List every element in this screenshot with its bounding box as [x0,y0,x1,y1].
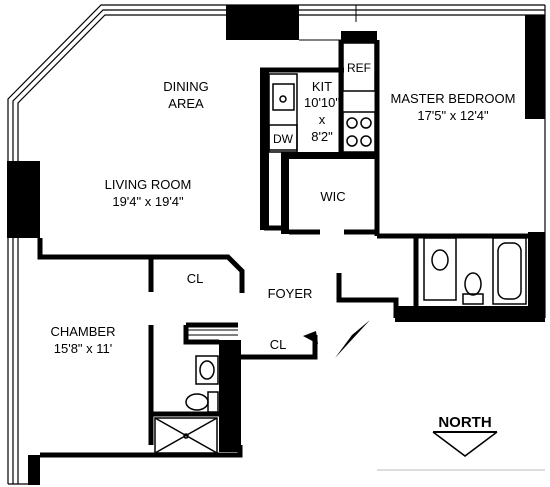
kitchen-left-wall [260,70,269,230]
kitchen-label: KIT [312,79,332,94]
stove-burner-4 [360,135,372,147]
exterior-window-wall [7,4,546,485]
master-bath-fixtures [423,237,527,305]
closet-lower-label: CL [270,337,287,352]
kitchen-dims-2: x [319,112,326,127]
interior-walls [37,40,528,458]
living-room-label: LIVING ROOM [105,177,192,192]
bath-wall-bottom [395,306,545,322]
chamber-label: CHAMBER [50,324,115,339]
chamber-sink-box [195,355,219,385]
chamber-toilet-bowl [185,393,209,411]
bathtub [492,237,527,305]
wic-wall-top [281,152,377,159]
column-right-lower [528,232,545,322]
dining-label-2: AREA [168,96,204,111]
sink-drain [279,95,287,103]
kitchen-dims-1: 10'10" [304,95,340,110]
bath-vanity [423,237,457,301]
closet-door-marker [303,331,318,344]
column-left [7,161,40,238]
dishwasher-label: DW [273,132,294,146]
structural-walls [7,5,545,485]
closet-upper-label: CL [187,271,204,286]
sink [272,83,295,111]
bath-sink [431,249,449,271]
master-bedroom-dims: 17'5" x 12'4" [417,108,489,123]
chamber-toilet-tank [207,391,219,413]
stove-box [342,111,376,153]
dining-label-1: DINING [163,79,209,94]
chamber-dims: 15'8" x 11' [54,341,113,356]
chamber-wall-right [219,340,241,452]
column-top [226,5,299,40]
column-right [525,15,545,119]
stove-burner-1 [346,117,358,129]
toilet-bowl [464,272,482,296]
north-arrow: NORTH [432,414,498,457]
bathtub-inner [497,242,522,300]
chamber-bath-fixtures [154,355,219,454]
refrigerator-label: REF [347,61,371,75]
dishwasher-box [268,124,298,151]
north-label: NORTH [438,414,491,431]
kitchen-fixtures [268,42,376,153]
kitchen-counter [268,73,298,153]
chamber-wall-bottom-left [28,455,40,485]
stove-burner-3 [346,135,358,147]
entry-door-wedge [335,320,370,358]
living-room-dims: 19'4" x 19'4" [112,194,184,209]
wic-wall-left [281,152,289,234]
chamber-sink [199,360,215,380]
stove-burner-2 [360,117,372,129]
refrigerator-box [342,42,376,92]
shower [154,417,218,454]
master-bedroom-label: MASTER BEDROOM [391,91,516,106]
foyer-label: FOYER [268,286,313,301]
toilet-tank [462,293,484,305]
thin-lines [186,5,545,471]
kitchen-wall-top [341,31,377,43]
wic-label: WIC [320,189,345,204]
north-arrow-icon [432,431,498,457]
kitchen-dims-3: 8'2" [311,129,333,144]
